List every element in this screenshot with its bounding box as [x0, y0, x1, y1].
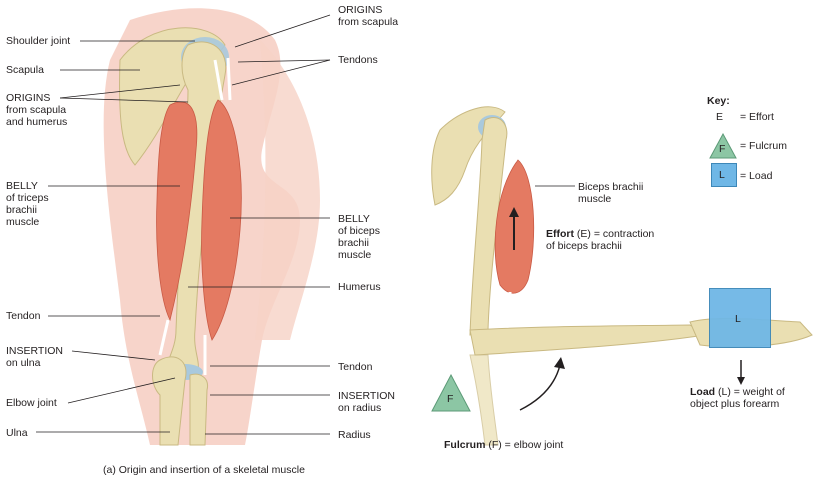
- key-load-text: = Load: [740, 170, 773, 182]
- origins-sh-line3: and humerus: [6, 116, 68, 128]
- belly-tri-line4: muscle: [6, 216, 40, 228]
- origins-s-line2: from scapula: [338, 16, 399, 28]
- belly-tri-line3: brachii: [6, 204, 37, 216]
- chest-skin: [255, 40, 320, 340]
- tendon-bottom: [158, 319, 207, 375]
- key-fulcrum-symbol: F: [719, 143, 726, 155]
- origins-s-line1: ORIGINS: [338, 4, 383, 16]
- label-tendon-right: Tendon: [338, 361, 373, 373]
- label-insertion-ulna: INSERTION on ulna: [6, 345, 63, 369]
- label-elbow-joint: Elbow joint: [6, 397, 57, 409]
- label-scapula: Scapula: [6, 64, 44, 76]
- fulcrum-rotation-arrow: [519, 364, 561, 411]
- lever-biceps-tendon: [508, 129, 517, 332]
- key-fulcrum-triangle: [709, 133, 737, 159]
- load-rest: (L) = weight of: [715, 386, 785, 398]
- key-effort-text: = Effort: [740, 111, 774, 123]
- label-ulna: Ulna: [6, 427, 28, 439]
- load-line2: object plus forearm: [690, 398, 780, 410]
- label-tendon-left: Tendon: [6, 310, 41, 322]
- label-effort: Effort (E) = contraction of biceps brach…: [546, 228, 654, 252]
- key-effort-symbol: E: [716, 111, 724, 123]
- label-tendons: Tendons: [338, 54, 378, 66]
- left-leader-lines: [36, 14, 331, 435]
- label-load: Load (L) = weight of object plus forearm: [690, 386, 785, 410]
- effort-rest: (E) = contraction: [574, 228, 655, 240]
- biceps-muscle: [201, 99, 242, 341]
- label-origins-scapula: ORIGINS from scapula: [338, 4, 398, 28]
- caption-left: (a) Origin and insertion of a skeletal m…: [103, 464, 305, 476]
- belly-bi-line4: muscle: [338, 249, 372, 261]
- radius-bone: [189, 373, 209, 446]
- key-load-box: [711, 163, 737, 187]
- lever-upper-arm-below: [469, 354, 499, 446]
- label-origins-scapula-humerus: ORIGINS from scapula and humerus: [6, 92, 67, 128]
- ulna-bone: [152, 356, 187, 446]
- label-biceps-brachii: Biceps brachii muscle: [578, 181, 643, 205]
- ins-radius-line2: on radius: [338, 402, 382, 414]
- biceps-line2: muscle: [578, 193, 612, 205]
- label-belly-triceps: BELLY of triceps brachii muscle: [6, 180, 49, 228]
- effort-line1: Effort (E) = contraction: [546, 228, 654, 240]
- load-box-label: L: [735, 313, 741, 325]
- origins-sh-line2: from scapula: [6, 104, 67, 116]
- key-load-symbol: L: [719, 169, 725, 181]
- tendon-top: [213, 57, 232, 101]
- belly-bi-line3: brachii: [338, 237, 369, 249]
- label-belly-biceps: BELLY of biceps brachii muscle: [338, 213, 380, 261]
- belly-tri-line2: of triceps: [6, 192, 49, 204]
- ins-ulna-line2: on ulna: [6, 357, 41, 369]
- belly-tri-line1: BELLY: [6, 180, 38, 192]
- lever-humerus: [469, 117, 508, 336]
- fulcrum-triangle: [431, 374, 471, 412]
- biceps-line1: Biceps brachii: [578, 181, 644, 193]
- fulcrum-bold: Fulcrum: [444, 439, 486, 451]
- ins-ulna-line1: INSERTION: [6, 345, 63, 357]
- label-shoulder-joint: Shoulder joint: [6, 35, 71, 47]
- key-fulcrum-text: = Fulcrum: [740, 140, 787, 152]
- effort-arrowhead: [509, 207, 519, 217]
- load-arrowhead: [737, 377, 745, 385]
- label-insertion-radius: INSERTION on radius: [338, 390, 395, 414]
- load-box: [709, 288, 771, 348]
- origins-sh-line1: ORIGINS: [6, 92, 51, 104]
- key-title: Key:: [707, 95, 730, 107]
- lever-forearm: [469, 324, 707, 356]
- label-radius: Radius: [338, 429, 371, 441]
- label-fulcrum: Fulcrum (F) = elbow joint: [444, 439, 563, 451]
- belly-bi-line2: of biceps: [338, 225, 381, 237]
- fulcrum-rotation-arrowhead: [554, 357, 565, 369]
- label-humerus: Humerus: [338, 281, 381, 293]
- belly-bi-line1: BELLY: [338, 213, 370, 225]
- effort-bold: Effort: [546, 228, 574, 240]
- fulcrum-rest: (F) = elbow joint: [485, 439, 564, 451]
- load-bold: Load: [690, 386, 716, 398]
- ins-radius-line1: INSERTION: [338, 390, 395, 402]
- effort-line2: of biceps brachii: [546, 240, 622, 252]
- fulcrum-triangle-label: F: [447, 393, 454, 405]
- triceps-muscle: [156, 101, 198, 322]
- load-line1: Load (L) = weight of: [690, 386, 785, 398]
